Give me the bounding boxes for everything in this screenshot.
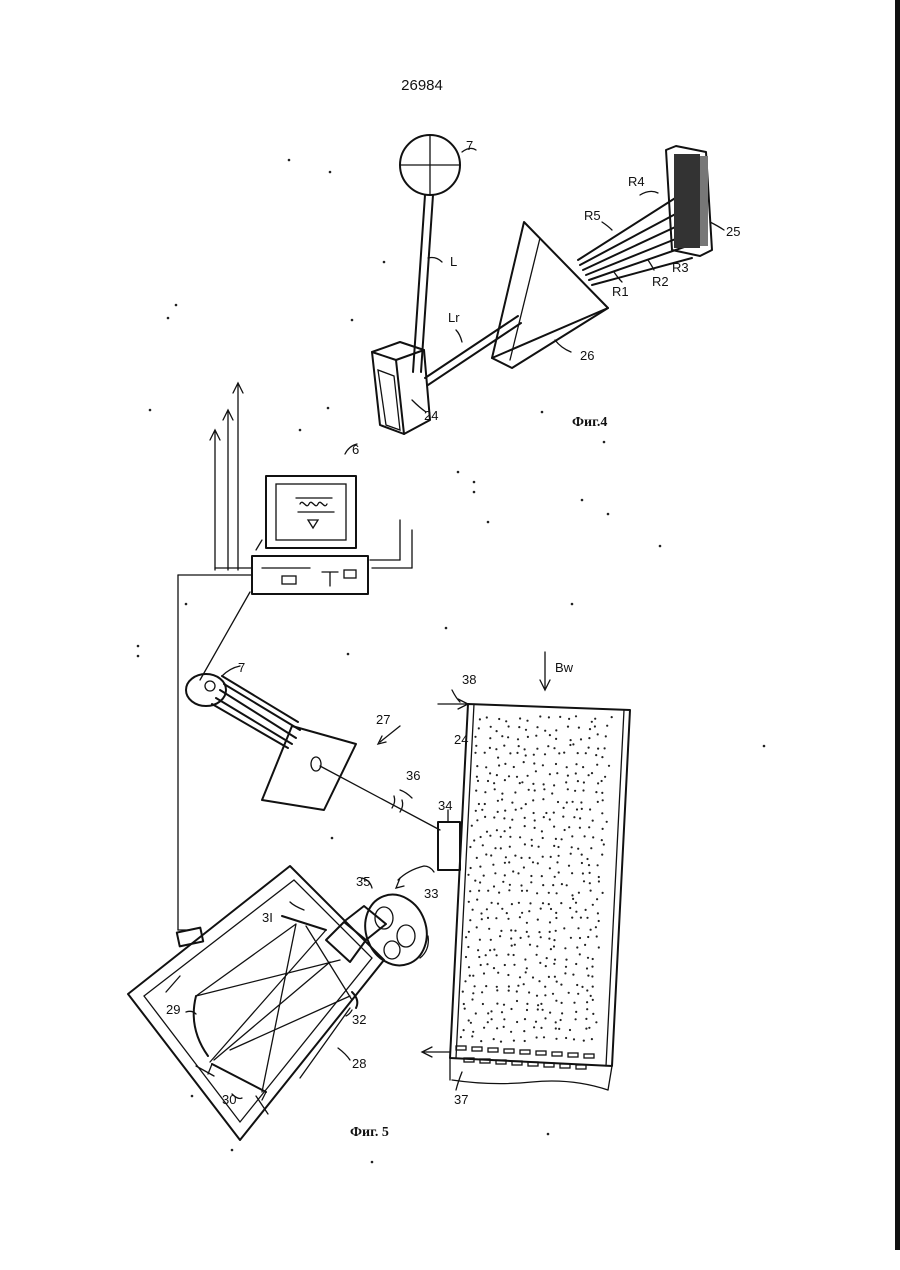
fig5-label-32: 32 — [352, 1012, 366, 1027]
fig5-label-27: 27 — [376, 712, 390, 727]
fig4-label-R4: R4 — [628, 174, 645, 189]
fig5-label-Bw: Bw — [555, 660, 574, 675]
fig5-diagram: 6 7 27 24 36 34 33 35 38 Bw 3I 29 32 28 … — [128, 383, 630, 1140]
fig4-label-Lr: Lr — [448, 310, 460, 325]
fig5-probe — [438, 810, 460, 870]
fig5-label-38: 38 — [462, 672, 476, 687]
fig5-label-33: 33 — [424, 886, 438, 901]
fig5-label-35: 35 — [356, 874, 370, 889]
fig5-computer — [252, 444, 368, 594]
page-number: 26984 — [401, 77, 443, 94]
fig5-arrow-27 — [378, 726, 400, 744]
fig5-label-6: 6 — [352, 442, 359, 457]
fig5-label-30: 30 — [222, 1092, 236, 1107]
fig5-caption: Фиг. 5 — [350, 1125, 389, 1140]
fig4-beam-Lr — [425, 316, 521, 385]
fig4-label-R3: R3 — [672, 260, 689, 275]
fig5-sample-column — [450, 704, 630, 1090]
fig4-label-7: 7 — [466, 138, 473, 153]
fig4-detector-array — [666, 146, 724, 256]
fig5-signal-wire — [178, 575, 252, 930]
fig4-diagram: 7 L Lr 24 26 25 R4 R5 R1 R2 R3 Фиг.4 — [372, 135, 740, 434]
fig4-label-24: 24 — [424, 408, 438, 423]
fig4-beam-L — [413, 195, 442, 372]
fig5-label-34: 34 — [438, 798, 452, 813]
fig4-label-25: 25 — [726, 224, 740, 239]
fig5-inlet-arrow — [438, 690, 468, 709]
fig5-bottom-slots — [456, 1046, 594, 1069]
fig5-particles — [460, 715, 613, 1042]
fig5-flow-arrow-Bw — [540, 652, 550, 690]
fig4-label-L: L — [450, 254, 457, 269]
fig5-fibre — [320, 766, 440, 830]
fig5-diaphragm-plate — [262, 726, 356, 810]
fig4-label-R1: R1 — [612, 284, 629, 299]
fig4-label-R5: R5 — [584, 208, 601, 223]
fig4-caption: Фиг.4 — [572, 415, 607, 430]
fig4-label-26: 26 — [580, 348, 594, 363]
fig5-label-24: 24 — [454, 732, 468, 747]
fig5-label-36: 36 — [406, 768, 420, 783]
fig4-prism — [492, 222, 608, 368]
fig5-label-7: 7 — [238, 660, 245, 675]
fig4-light-source — [400, 135, 476, 195]
fig5-label-28: 28 — [352, 1056, 366, 1071]
fig4-label-R2: R2 — [652, 274, 669, 289]
fig5-label-31: 3I — [262, 910, 273, 925]
fig5-label-37: 37 — [454, 1092, 468, 1107]
fig5-light-source — [186, 666, 300, 748]
fig5-label-29: 29 — [166, 1002, 180, 1017]
